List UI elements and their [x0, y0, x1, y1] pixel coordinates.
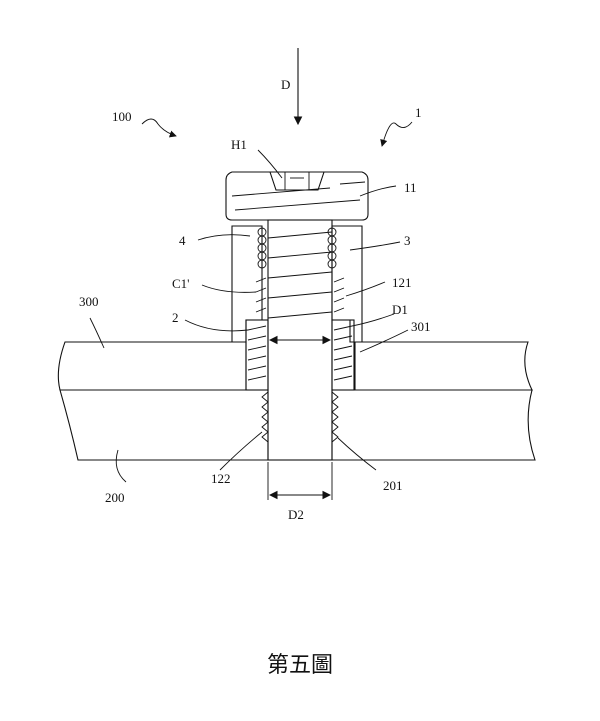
upper-plate — [57, 341, 533, 391]
threaded-tip — [261, 391, 339, 443]
dimension-d2 — [267, 462, 333, 500]
label-300: 300 — [79, 294, 99, 309]
label-h1: H1 — [231, 137, 247, 152]
label-d1: D1 — [392, 302, 408, 317]
label-d: D — [281, 77, 290, 92]
label-100: 100 — [112, 109, 132, 124]
label-3: 3 — [404, 233, 411, 248]
bushing — [245, 277, 355, 391]
label-11: 11 — [404, 180, 417, 195]
sleeve — [231, 225, 363, 343]
label-1: 1 — [415, 105, 422, 120]
figure-caption: 第五圖 — [267, 653, 333, 678]
label-121: 121 — [392, 275, 412, 290]
fastener-head — [225, 171, 369, 221]
label-d2: D2 — [288, 507, 304, 522]
leader-lines — [89, 118, 413, 483]
label-4: 4 — [179, 233, 186, 248]
label-301: 301 — [411, 319, 431, 334]
label-c1prime: C1' — [172, 276, 190, 291]
spring — [257, 227, 337, 269]
lower-plate — [59, 389, 536, 461]
label-2: 2 — [172, 310, 179, 325]
label-122: 122 — [211, 471, 231, 486]
label-200: 200 — [105, 490, 125, 505]
label-201: 201 — [383, 478, 403, 493]
